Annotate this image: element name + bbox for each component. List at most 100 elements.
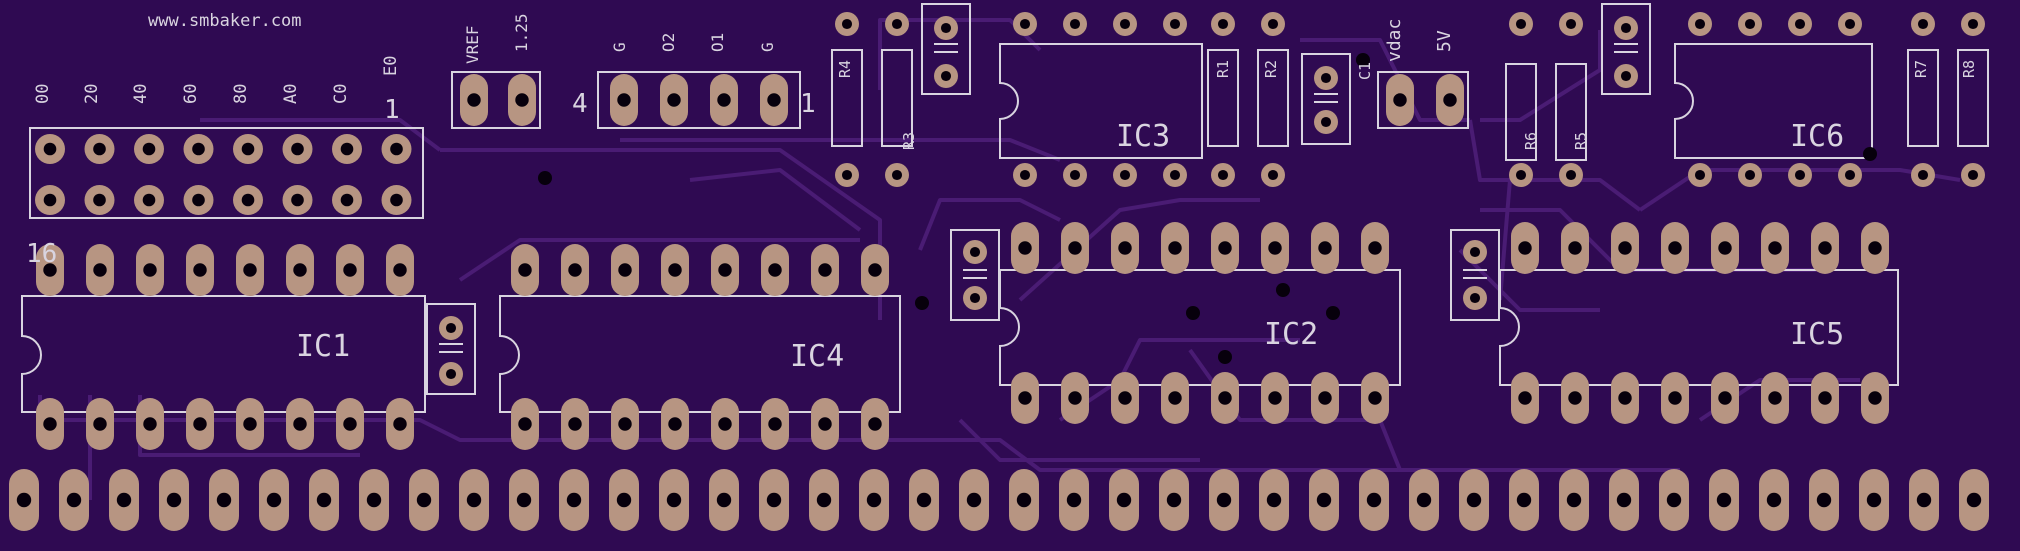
out-pin-label: O2 [659, 33, 678, 52]
cap-c-ic1-symbol [439, 343, 463, 353]
drill-hole [1566, 492, 1582, 508]
drill-hole [768, 417, 782, 431]
drill-hole [518, 263, 532, 277]
drill-hole [518, 417, 532, 431]
cap-c-top-outline [921, 3, 971, 95]
out-header-right-num: 1 [800, 89, 816, 119]
drill-hole [93, 142, 106, 156]
drill-hole [1217, 169, 1229, 181]
drill-hole [1443, 93, 1457, 107]
drill-hole [1568, 241, 1582, 255]
drill-hole [966, 492, 982, 508]
drill-hole [616, 492, 632, 508]
drill-hole [940, 22, 952, 34]
copper-trace [1480, 30, 1602, 122]
drill-hole [1466, 492, 1482, 508]
dip-col-label: E0 [381, 56, 401, 76]
r6-body-outline [1505, 63, 1537, 161]
r7-label: R7 [1912, 60, 1930, 78]
drill-hole [93, 417, 107, 431]
drill-hole [1268, 241, 1282, 255]
drill-hole [1316, 492, 1332, 508]
drill-hole [1019, 169, 1031, 181]
drill-hole [1916, 492, 1932, 508]
drill-hole [1416, 492, 1432, 508]
out-pin-label: G [758, 42, 777, 52]
out-pin-label: O1 [708, 33, 727, 52]
r1-label: R1 [1214, 60, 1232, 78]
drill-hole [891, 169, 903, 181]
website-label: www.smbaker.com [148, 11, 302, 31]
drill-hole [1518, 391, 1532, 405]
copper-trace [1058, 338, 1300, 422]
drill-hole [1366, 492, 1382, 508]
drill-hole [241, 193, 255, 207]
r8-label: R8 [1960, 60, 1978, 78]
drill-hole [1119, 169, 1131, 181]
drill-hole [1967, 18, 1979, 30]
drill-hole [1565, 169, 1577, 181]
drill-hole [1119, 18, 1131, 30]
drill-hole [766, 492, 782, 508]
drill-hole [1618, 391, 1632, 405]
drill-hole [516, 492, 532, 508]
drill-hole [291, 193, 304, 207]
drill-hole [1515, 18, 1527, 30]
silkscreen [21, 3, 1989, 413]
drill-hole [940, 70, 952, 82]
drill-hole [1917, 169, 1929, 181]
drill-hole [1744, 169, 1756, 181]
drill-hole [841, 169, 853, 181]
dip-col-label: 00 [33, 84, 53, 104]
drill-hole [116, 492, 132, 508]
ic2-label: IC2 [1264, 317, 1318, 352]
drill-hole [1266, 492, 1282, 508]
ic4-label: IC4 [790, 339, 844, 374]
drill-hole [193, 263, 207, 277]
cap-c-ic5-symbol [1463, 269, 1487, 279]
drill-hole [1469, 292, 1481, 304]
ic2-outline [999, 269, 1401, 386]
drill-hole [568, 417, 582, 431]
r8-body-outline [1957, 49, 1989, 147]
drill-hole [816, 492, 832, 508]
drill-hole [566, 492, 582, 508]
drill-hole [1620, 22, 1632, 34]
copper-trace [620, 138, 1061, 162]
cap-c-top-symbol [934, 43, 958, 53]
drill-hole [1267, 169, 1279, 181]
drill-hole [667, 93, 681, 107]
drill-hole [1166, 492, 1182, 508]
drill-hole [1016, 492, 1032, 508]
drill-hole [393, 417, 407, 431]
drill-hole [1966, 492, 1982, 508]
drill-hole [142, 142, 156, 156]
dip-pin1-label: 1 [384, 95, 400, 125]
drill-hole [916, 492, 932, 508]
copper-trace [200, 118, 442, 152]
r2-body-outline [1257, 49, 1289, 147]
dip-col-label: 40 [131, 84, 151, 104]
drill-hole [1565, 18, 1577, 30]
drill-hole [568, 263, 582, 277]
drill-hole [1368, 241, 1382, 255]
via [538, 171, 552, 185]
drill-hole [1694, 169, 1706, 181]
drill-hole [445, 322, 457, 334]
drill-hole [1218, 391, 1232, 405]
drill-hole [1694, 18, 1706, 30]
drill-hole [390, 193, 403, 207]
drill-hole [466, 492, 482, 508]
ic4-outline [499, 295, 901, 413]
drill-hole [1118, 241, 1132, 255]
copper-trace [918, 198, 1061, 251]
vref-label: VREF [463, 25, 482, 64]
drill-hole [1666, 492, 1682, 508]
drill-hole [1668, 391, 1682, 405]
drill-hole [343, 263, 357, 277]
r7-body-outline [1907, 49, 1939, 147]
drill-hole [143, 417, 157, 431]
drill-hole [1469, 246, 1481, 258]
drill-hole [243, 417, 257, 431]
drill-hole [1267, 18, 1279, 30]
